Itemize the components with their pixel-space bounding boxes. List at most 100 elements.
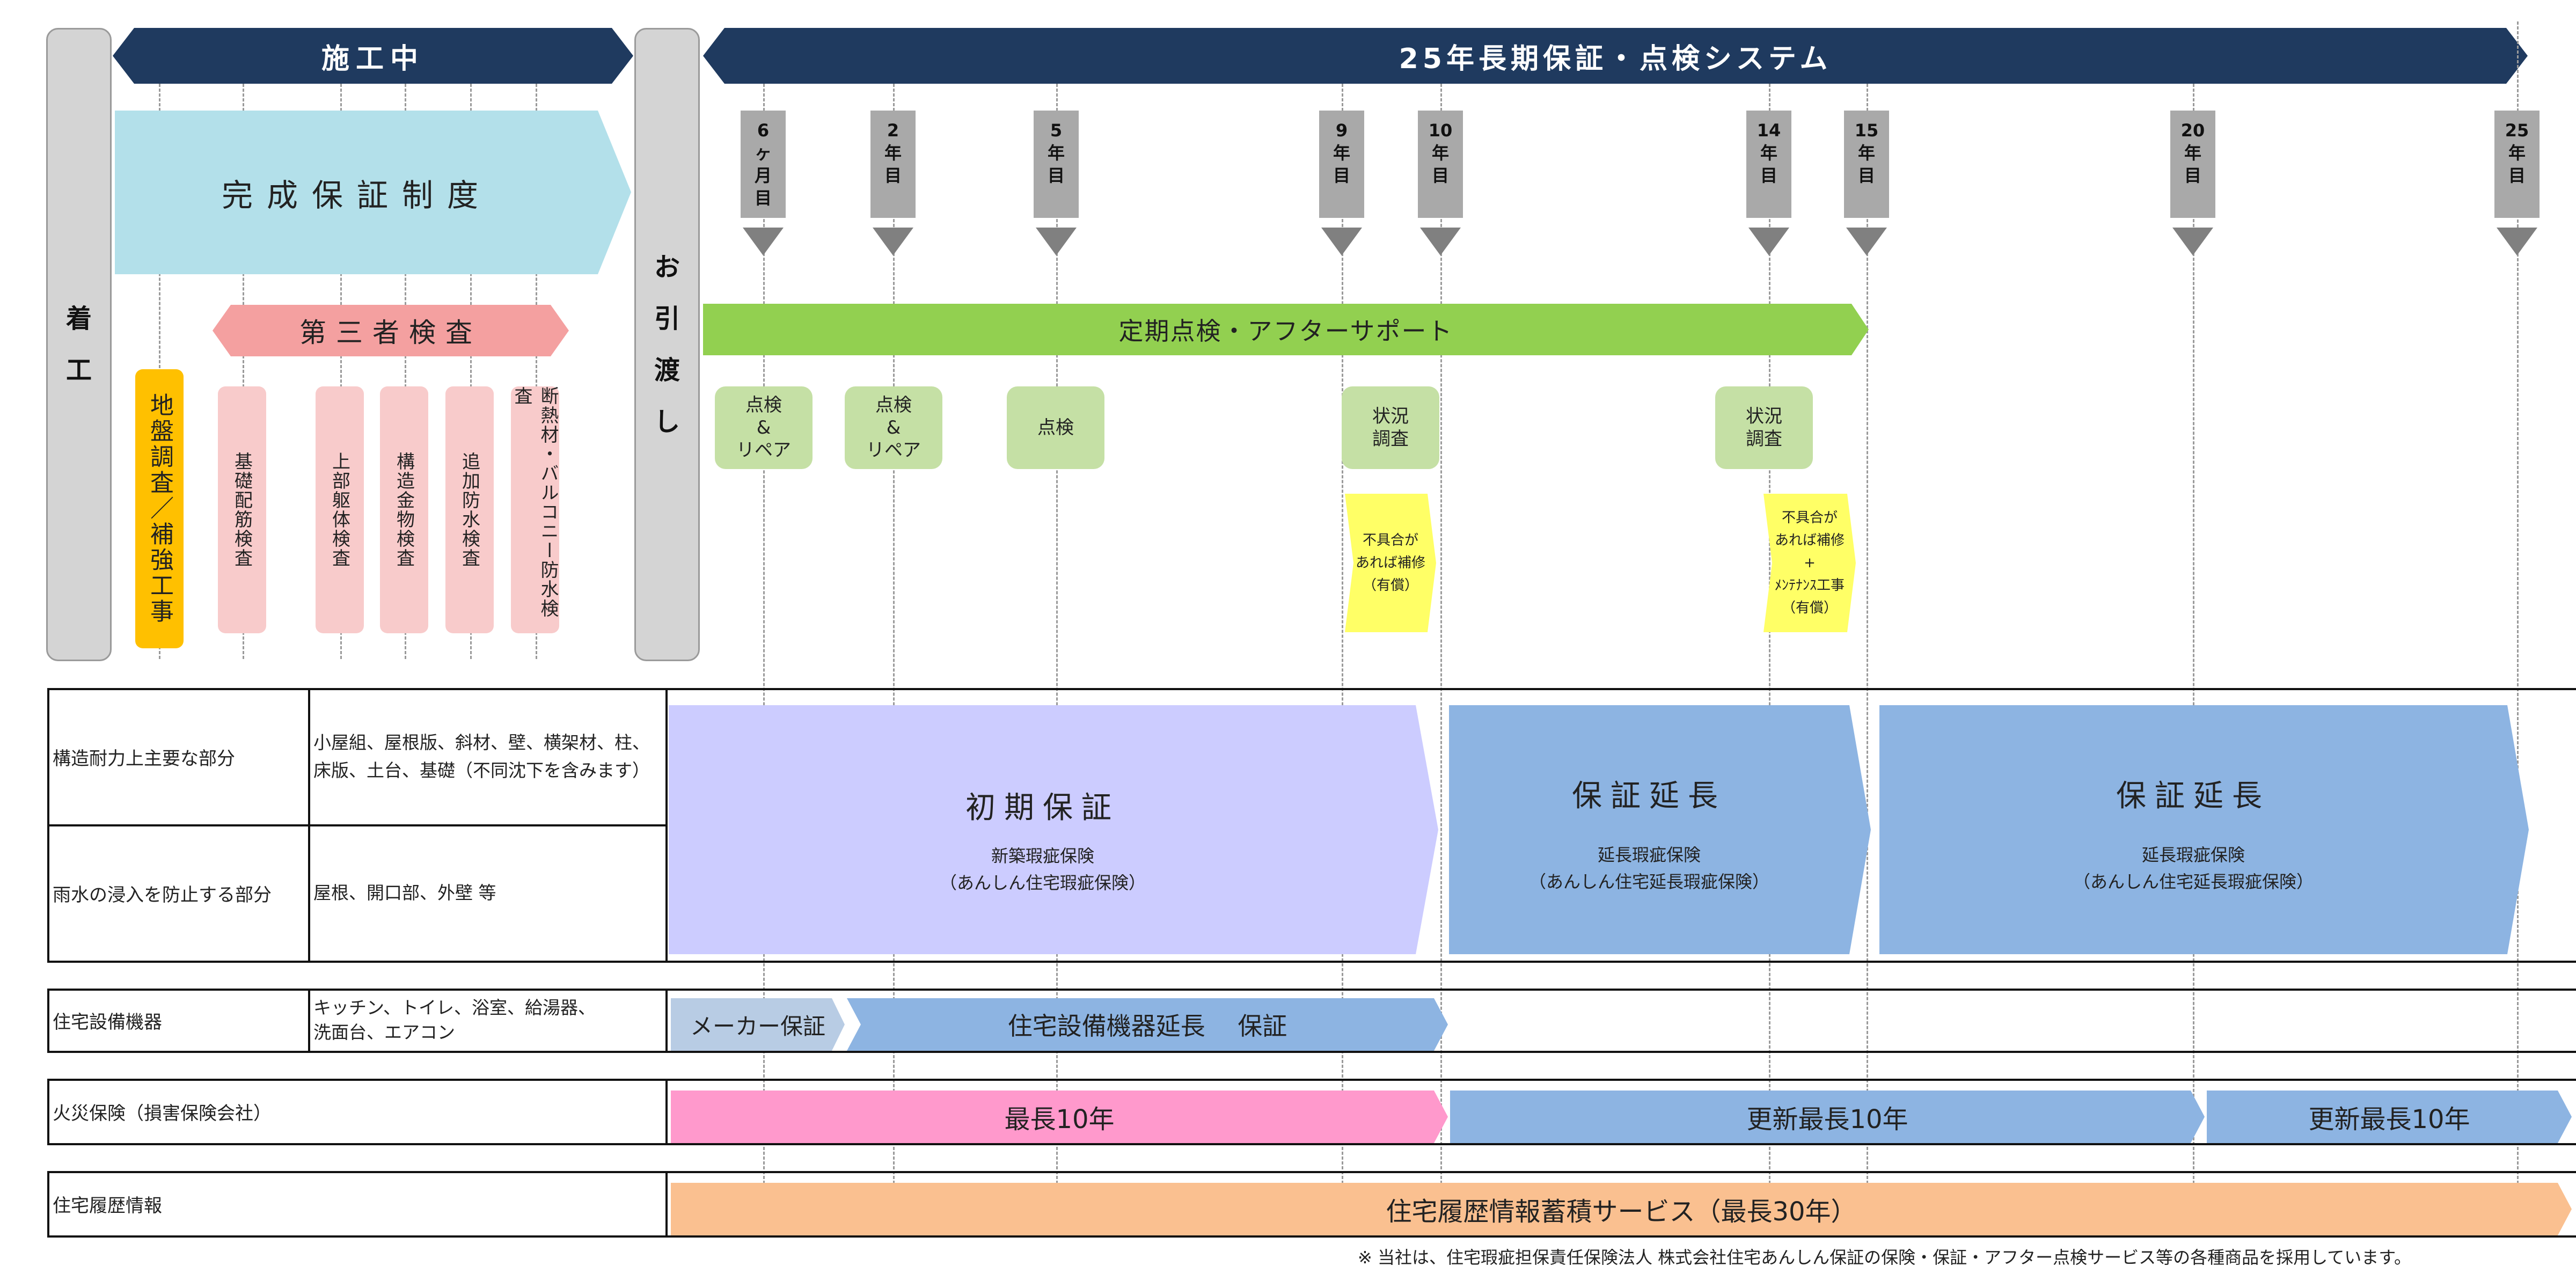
extended-warranty-title: 保証延長 bbox=[2116, 779, 2271, 814]
milestone-text: 5 bbox=[1050, 120, 1063, 141]
row-label-rainwater: 雨水の浸入を防止する部分 bbox=[53, 884, 272, 906]
pillar-char: 引 bbox=[654, 304, 680, 334]
milestone-text: 年 bbox=[1047, 143, 1065, 163]
row-detail-rainwater: 屋根、開口部、外壁 等 bbox=[313, 882, 496, 903]
regular-inspection-arrow: 定期点検・アフターサポート bbox=[703, 304, 1869, 355]
inspection-pill-rebar: 基礎配筋検査 bbox=[218, 386, 266, 633]
extended-warranty-title: 保証延長 bbox=[1572, 779, 1726, 814]
guide-line bbox=[536, 84, 537, 659]
fire-insurance-renew-arrow-1: 更新最長10年 bbox=[1450, 1091, 2205, 1143]
milestone-triangle-icon bbox=[2497, 228, 2537, 255]
housing-history-service-arrow: 住宅履歴情報蓄積サービス（最長30年） bbox=[671, 1183, 2572, 1235]
check-bubble-15-years: 状況 調査 bbox=[1715, 386, 1813, 469]
table-border bbox=[665, 688, 668, 961]
table-border bbox=[47, 824, 665, 826]
milestone-text: 年 bbox=[1857, 143, 1875, 163]
fire-insurance-first-arrow: 最長10年 bbox=[671, 1091, 1448, 1143]
inspection-pill-hardware: 構造金物検査 bbox=[380, 386, 428, 633]
fire-insurance-renew-arrow-2: 更新最長10年 bbox=[2207, 1091, 2572, 1143]
row-detail-structure: 小屋組、屋根版、斜材、壁、横架材、柱、 床版、土台、基礎（不同沈下を含みます） bbox=[313, 732, 650, 781]
handover-pillar: お 引 渡 し bbox=[634, 28, 700, 661]
milestone-text: 年 bbox=[1431, 143, 1449, 163]
guide-line bbox=[1056, 84, 1058, 1232]
milestone-text: 目 bbox=[2508, 165, 2526, 186]
milestone-text: 14 bbox=[1757, 120, 1781, 141]
table-border bbox=[47, 688, 2576, 690]
guide-line bbox=[470, 84, 472, 659]
table-border bbox=[47, 961, 2576, 963]
milestone-text: 15 bbox=[1854, 120, 1879, 141]
initial-warranty-title: 初期保証 bbox=[965, 791, 1120, 825]
table-border bbox=[47, 1051, 2576, 1053]
initial-warranty-subtitle: 新築瑕疵保険 （あんしん住宅瑕疵保険） bbox=[939, 846, 1146, 893]
milestone-triangle-icon bbox=[1420, 228, 1461, 255]
extended-warranty-arrow-1: 保証延長 延長瑕疵保険 （あんしん住宅延長瑕疵保険） bbox=[1449, 705, 1871, 954]
milestone-text: 目 bbox=[1857, 165, 1875, 186]
guide-line bbox=[1769, 84, 1770, 1232]
extended-warranty-arrow-2: 保証延長 延長瑕疵保険 （あんしん住宅延長瑕疵保険） bbox=[1879, 705, 2529, 954]
pillar-char: お bbox=[654, 252, 680, 282]
table-border bbox=[47, 1143, 2576, 1145]
guide-line bbox=[243, 84, 244, 659]
repair-note-10-years: 不具合が あれば補修 （有償） bbox=[1345, 494, 1436, 632]
milestone-text: 月 bbox=[754, 165, 772, 186]
milestone-text: 年 bbox=[2184, 143, 2201, 163]
guide-line bbox=[405, 84, 406, 659]
pillar-char: し bbox=[654, 407, 680, 437]
milestone-triangle-icon bbox=[2172, 228, 2213, 255]
table-border bbox=[47, 688, 49, 961]
row-label-fire-insurance: 火災保険（損害保険会社） bbox=[53, 1102, 272, 1124]
check-bubble-10-years: 状況 調査 bbox=[1342, 386, 1439, 469]
maker-warranty-arrow: メーカー保証 bbox=[671, 998, 845, 1051]
construction-header: 施工中 bbox=[113, 28, 633, 84]
milestone-text: 6 bbox=[757, 120, 770, 141]
milestone-text: 9 bbox=[1335, 120, 1348, 141]
row-detail-equipment: キッチン、トイレ、浴室、給湯器、 洗面台、エアコン bbox=[313, 997, 596, 1043]
milestone-triangle-icon bbox=[873, 228, 913, 255]
construction-start-pillar: 着 工 bbox=[46, 28, 112, 661]
table-border bbox=[47, 989, 49, 1051]
guide-line bbox=[893, 84, 895, 1232]
table-border bbox=[47, 1171, 49, 1235]
table-border bbox=[47, 1171, 2576, 1173]
inspection-pill-waterproof: 追加防水検査 bbox=[445, 386, 494, 633]
milestone-text: ヶ bbox=[754, 143, 772, 163]
table-border bbox=[665, 989, 668, 1051]
milestone-text: 年 bbox=[2508, 143, 2526, 163]
extended-warranty-subtitle: 延長瑕疵保険 （あんしん住宅延長瑕疵保険） bbox=[2073, 845, 2314, 892]
milestone-text: 年 bbox=[1760, 143, 1777, 163]
system-header: 25年長期保証・点検システム bbox=[703, 28, 2528, 84]
pillar-char: 着 bbox=[65, 304, 92, 334]
third-party-inspection-arrow: 第三者検査 bbox=[213, 305, 569, 356]
table-border bbox=[47, 1079, 49, 1143]
row-label-housing-history: 住宅履歴情報 bbox=[53, 1195, 162, 1217]
row-label-equipment: 住宅設備機器 bbox=[53, 1011, 162, 1033]
table-border bbox=[665, 1079, 668, 1143]
milestone-triangle-icon bbox=[1748, 228, 1789, 255]
guide-line bbox=[1342, 84, 1343, 1232]
milestone-text: 2 bbox=[887, 120, 899, 141]
milestone-triangle-icon bbox=[1321, 228, 1362, 255]
milestone-text: 25 bbox=[2505, 120, 2529, 141]
milestone-triangle-icon bbox=[743, 228, 784, 255]
milestone-text: 目 bbox=[2184, 165, 2201, 186]
milestone-text: 目 bbox=[1431, 165, 1449, 186]
milestone-triangle-icon bbox=[1846, 228, 1887, 255]
inspection-pill-ground: 地盤調査／補強工事 bbox=[135, 369, 184, 648]
table-border bbox=[47, 1079, 2576, 1081]
guide-line bbox=[2517, 21, 2519, 1232]
table-border bbox=[665, 1171, 668, 1235]
milestone-text: 目 bbox=[884, 165, 902, 186]
pillar-char: 工 bbox=[65, 355, 92, 385]
milestone-text: 10 bbox=[1428, 120, 1453, 141]
guide-line bbox=[763, 84, 765, 1232]
milestone-triangle-icon bbox=[1036, 228, 1077, 255]
guide-line bbox=[340, 84, 342, 659]
check-bubble-5-years: 点検 bbox=[1007, 386, 1104, 469]
